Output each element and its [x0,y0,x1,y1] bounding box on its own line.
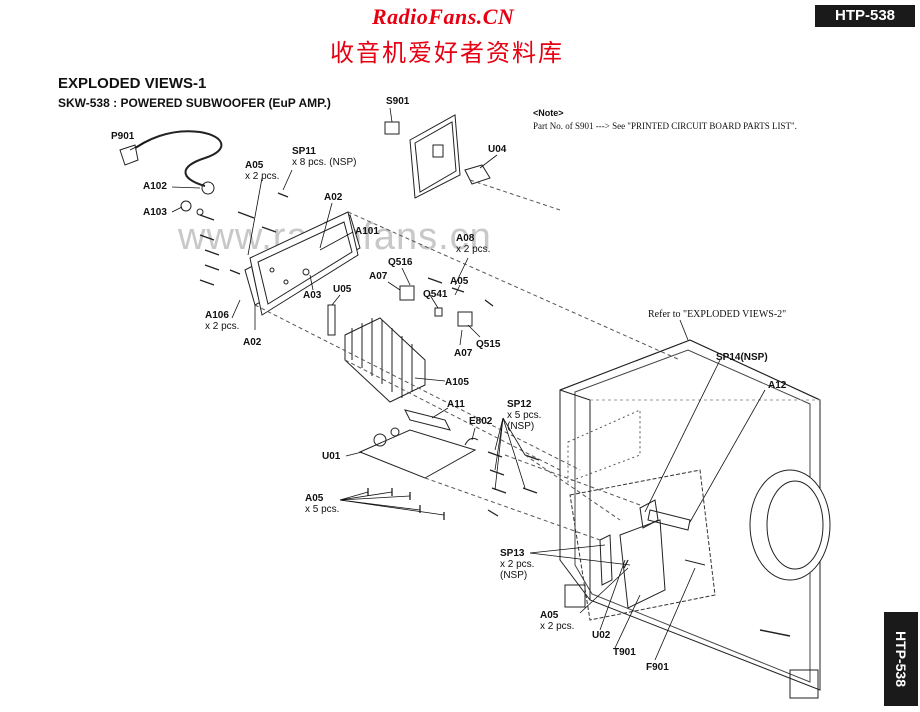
part-label-a05-bottom-qty: x 5 pcs. [305,504,340,515]
part-label-q515: Q515 [476,339,501,350]
part-label-a106-qty: x 2 pcs. [205,321,240,332]
part-label-sp11-qty: x 8 pcs. (NSP) [292,157,357,168]
part-label-u02: U02 [592,630,611,641]
transformer [599,499,706,609]
part-label-f901: F901 [646,662,669,673]
part-label-a105: A105 [445,377,469,388]
part-label-u01: U01 [322,451,341,462]
part-label-a103: A103 [143,207,167,218]
refer-note: Refer to "EXPLODED VIEWS-2" [648,309,787,320]
amp-panel [244,211,361,316]
part-label-sp13-name: SP13 [500,548,525,559]
part-label-u05: U05 [333,284,352,295]
part-label-a05-bottom-name: A05 [305,493,324,504]
part-label-s901: S901 [386,96,410,107]
part-label-a08-qty: x 2 pcs. [456,244,491,255]
part-label-sp12-qty: x 5 pcs. [507,410,542,421]
part-label-sp12-nsp: (NSP) [507,421,535,432]
part-label-a02-top: A02 [324,192,343,203]
side-tab: HTP-538 [884,612,918,706]
page-subtitle: SKW-538 : POWERED SUBWOOFER (EuP AMP.) [58,96,331,110]
part-label-a02-bottom: A02 [243,337,262,348]
part-label-a03: A03 [303,290,322,301]
part-label-a101: A101 [355,226,379,237]
part-label-a07-bottom: A07 [454,348,473,359]
part-label-a106-name: A106 [205,310,229,321]
part-label-a05-lower-qty: x 2 pcs. [540,621,575,632]
page-title: EXPLODED VIEWS-1 [58,75,207,92]
part-label-a102: A102 [143,181,167,192]
model-tag: HTP-538 [815,5,915,27]
part-label-a05-top-name: A05 [245,160,264,171]
part-label-a07-top: A07 [369,271,388,282]
part-label-sp14: SP14(NSP) [716,352,768,363]
part-label-t901: T901 [613,647,636,658]
screws [199,192,629,569]
part-label-q541: Q541 [423,289,448,300]
pcb [358,409,479,479]
part-label-p901: P901 [111,131,135,142]
heatsink [344,317,426,403]
part-label-a08-name: A08 [456,233,475,244]
part-label-u04: U04 [488,144,507,155]
part-label-a05-top-qty: x 2 pcs. [245,171,280,182]
site-brand: RadioFans.CN [372,4,515,29]
part-label-a05-lower-name: A05 [540,610,559,621]
part-label-a05-mid: A05 [450,276,469,287]
part-label-e802: E802 [469,416,493,427]
site-brand-chinese: 收音机爱好者资料库 [330,39,564,67]
cabinet [559,339,831,699]
part-label-sp13-qty: x 2 pcs. [500,559,535,570]
part-label-sp13-nsp: (NSP) [500,570,528,581]
part-label-a11: A11 [447,399,465,410]
part-label-a12: A12 [768,380,787,391]
note-body: Part No. of S901 ---> See "PRINTED CIRCU… [533,121,797,131]
part-label-sp11-name: SP11 [292,146,316,157]
note-title: <Note> [533,108,564,118]
part-label-q516: Q516 [388,257,413,268]
part-label-sp12-name: SP12 [507,399,532,410]
